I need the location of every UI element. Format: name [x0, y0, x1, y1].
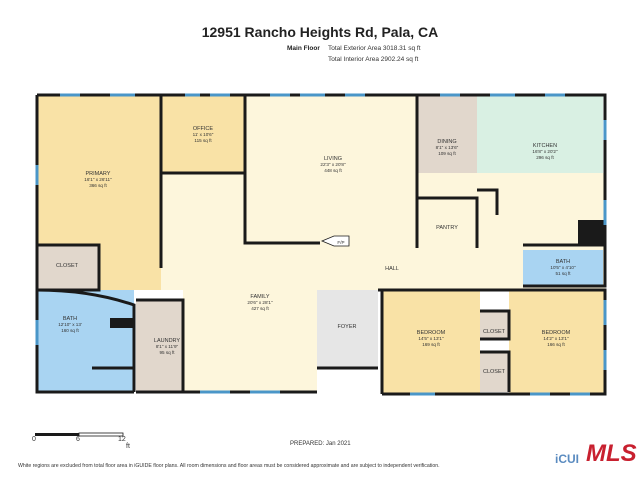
pantry-name: PANTRY [436, 225, 458, 231]
scale-tick-12: 12 [118, 436, 126, 443]
closet-bedroom-2-name: CLOSET [483, 369, 506, 375]
laundry-area: 95 sq ft [159, 350, 175, 355]
office-area: 115 sq ft [194, 138, 212, 143]
page-title: 12951 Rancho Heights Rd, Pala, CA [201, 24, 439, 40]
windows [35, 93, 607, 396]
fireplace [320, 235, 350, 247]
scale-unit: ft [126, 443, 130, 450]
prepared-date: PREPARED: Jan 2021 [290, 441, 351, 447]
room-bedroom-2 [509, 290, 605, 394]
bath-small-dim: 10'5" x 4'10" [550, 265, 576, 270]
scale-tick-0: 0 [32, 436, 36, 443]
kitchen-area: 296 sq ft [536, 155, 554, 160]
fixture [110, 318, 134, 328]
closet-bedroom-1-name: CLOSET [483, 329, 506, 335]
bath-small-area: 51 sq ft [555, 271, 571, 276]
laundry-name: LAUNDRY [154, 338, 181, 344]
kitchen-name: KITCHEN [533, 143, 557, 149]
dining-name: DINING [437, 139, 456, 145]
office-dim: 11' x 10'6" [193, 132, 214, 137]
room-bath-primary [37, 290, 134, 392]
office-name: OFFICE [193, 126, 213, 132]
room-office [161, 95, 245, 173]
scale-bar [35, 432, 124, 437]
floor-label: Main Floor [287, 45, 320, 52]
family-area: 427 sq ft [251, 306, 269, 311]
fp-name: F/P [337, 240, 344, 245]
bedroom-1-area: 169 sq ft [422, 342, 440, 347]
room-closet-primary [37, 245, 99, 290]
room-closet-bedroom-2 [480, 352, 509, 392]
bedroom-2-name: BEDROOM [542, 330, 571, 336]
interior-area: Total Interior Area 2902.24 sq ft [328, 56, 419, 63]
primary-dim: 16'1" x 26'11" [84, 177, 112, 182]
mls-logo: MLS [586, 440, 637, 467]
room-bath-small [523, 250, 603, 286]
living-dim: 22'3" x 20'8" [320, 162, 346, 167]
exterior-area: Total Exterior Area 3018.31 sq ft [328, 45, 421, 52]
disclaimer: White regions are excluded from total fl… [18, 463, 440, 469]
living-area: 448 sq ft [324, 168, 342, 173]
room-bedroom-1 [382, 290, 480, 394]
bedroom-2-area: 166 sq ft [547, 342, 565, 347]
family-name: FAMILY [250, 294, 269, 300]
dining-dim: 8'1" x 13'6" [436, 145, 459, 150]
kitchen-dim: 16'8" x 20'2" [532, 149, 558, 154]
room-closet-bedroom-1 [480, 311, 509, 339]
iguide-logo: iCUI [555, 452, 579, 466]
bath-primary-name: BATH [63, 316, 77, 322]
bedroom-2-dim: 14'2" x 13'1" [543, 336, 569, 341]
room-laundry [136, 300, 183, 392]
dining-area: 109 sq ft [438, 151, 456, 156]
primary-area: 366 sq ft [89, 183, 107, 188]
bath-primary-area: 160 sq ft [61, 328, 79, 333]
primary-name: PRIMARY [86, 171, 111, 177]
scale-tick-6: 6 [76, 436, 80, 443]
fixture [578, 220, 605, 245]
bath-primary-dim: 12'10" x 13' [58, 322, 82, 327]
room-foyer [317, 290, 378, 368]
hall-name: HALL [385, 266, 399, 272]
laundry-dim: 8'1" x 11'9" [156, 344, 179, 349]
bath-small-name: BATH [556, 259, 570, 265]
closet-primary-name: CLOSET [56, 263, 79, 269]
living-name: LIVING [324, 156, 342, 162]
room-family [183, 290, 317, 392]
bedroom-1-dim: 14'5" x 13'1" [418, 336, 444, 341]
foyer-name: FOYER [338, 324, 357, 330]
family-dim: 20'6" x 28'1" [247, 300, 273, 305]
bedroom-1-name: BEDROOM [417, 330, 446, 336]
